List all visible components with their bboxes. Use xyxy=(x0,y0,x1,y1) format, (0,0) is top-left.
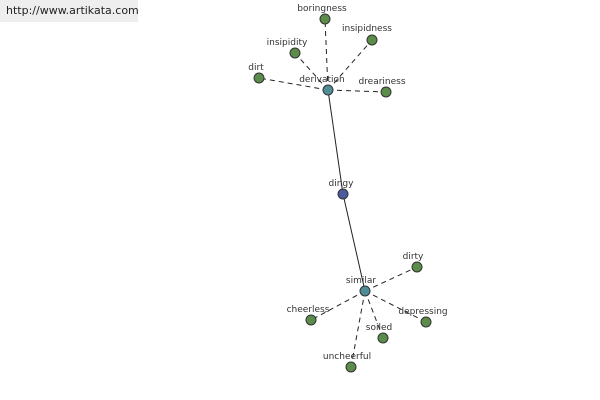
node-dreariness[interactable] xyxy=(380,86,392,98)
node-similar[interactable] xyxy=(359,285,371,297)
node-dingy[interactable] xyxy=(337,188,349,200)
nodes-layer xyxy=(253,13,432,373)
node-label-insipidness[interactable]: insipidness xyxy=(342,24,392,34)
node-derivation[interactable] xyxy=(322,84,334,96)
node-label-similar[interactable]: similar xyxy=(346,276,376,286)
node-dirty[interactable] xyxy=(411,261,423,273)
node-label-depressing[interactable]: depressing xyxy=(398,307,447,317)
edge-dingy-similar xyxy=(342,193,366,292)
url-banner: http://www.artikata.com xyxy=(0,0,139,22)
node-label-derivation[interactable]: derivation xyxy=(299,75,345,85)
edge-similar-cheerless xyxy=(310,290,366,321)
node-label-uncheerful[interactable]: uncheerful xyxy=(323,352,371,362)
node-cheerless[interactable] xyxy=(305,314,317,326)
edge-derivation-dirt xyxy=(258,77,329,91)
node-label-cheerless[interactable]: cheerless xyxy=(287,305,330,315)
edge-derivation-boringness xyxy=(324,18,329,91)
edge-similar-dirty xyxy=(364,266,418,292)
edge-derivation-dreariness xyxy=(327,89,387,93)
node-label-insipidity[interactable]: insipidity xyxy=(267,38,308,48)
node-uncheerful[interactable] xyxy=(345,361,357,373)
node-dirt[interactable] xyxy=(253,72,265,84)
edges-layer xyxy=(258,18,427,368)
edge-derivation-insipidness xyxy=(327,39,373,91)
node-label-dirty[interactable]: dirty xyxy=(403,252,424,262)
node-label-dreariness[interactable]: dreariness xyxy=(358,77,405,87)
node-insipidness[interactable] xyxy=(366,34,378,46)
node-label-soiled[interactable]: soiled xyxy=(366,323,392,333)
node-insipidity[interactable] xyxy=(289,47,301,59)
node-label-boringness[interactable]: boringness xyxy=(297,4,347,14)
edge-dingy-derivation xyxy=(327,89,344,195)
edge-similar-uncheerful xyxy=(350,290,366,368)
node-label-dingy[interactable]: dingy xyxy=(329,179,355,189)
labels-layer: boringness insipidness insipidity dirt drear… xyxy=(248,4,447,362)
node-boringness[interactable] xyxy=(319,13,331,25)
node-depressing[interactable] xyxy=(420,316,432,328)
node-label-dirt[interactable]: dirt xyxy=(248,63,264,73)
edge-similar-depressing xyxy=(364,290,427,323)
node-soiled[interactable] xyxy=(377,332,389,344)
url-link[interactable]: http://www.artikata.com xyxy=(6,4,139,17)
